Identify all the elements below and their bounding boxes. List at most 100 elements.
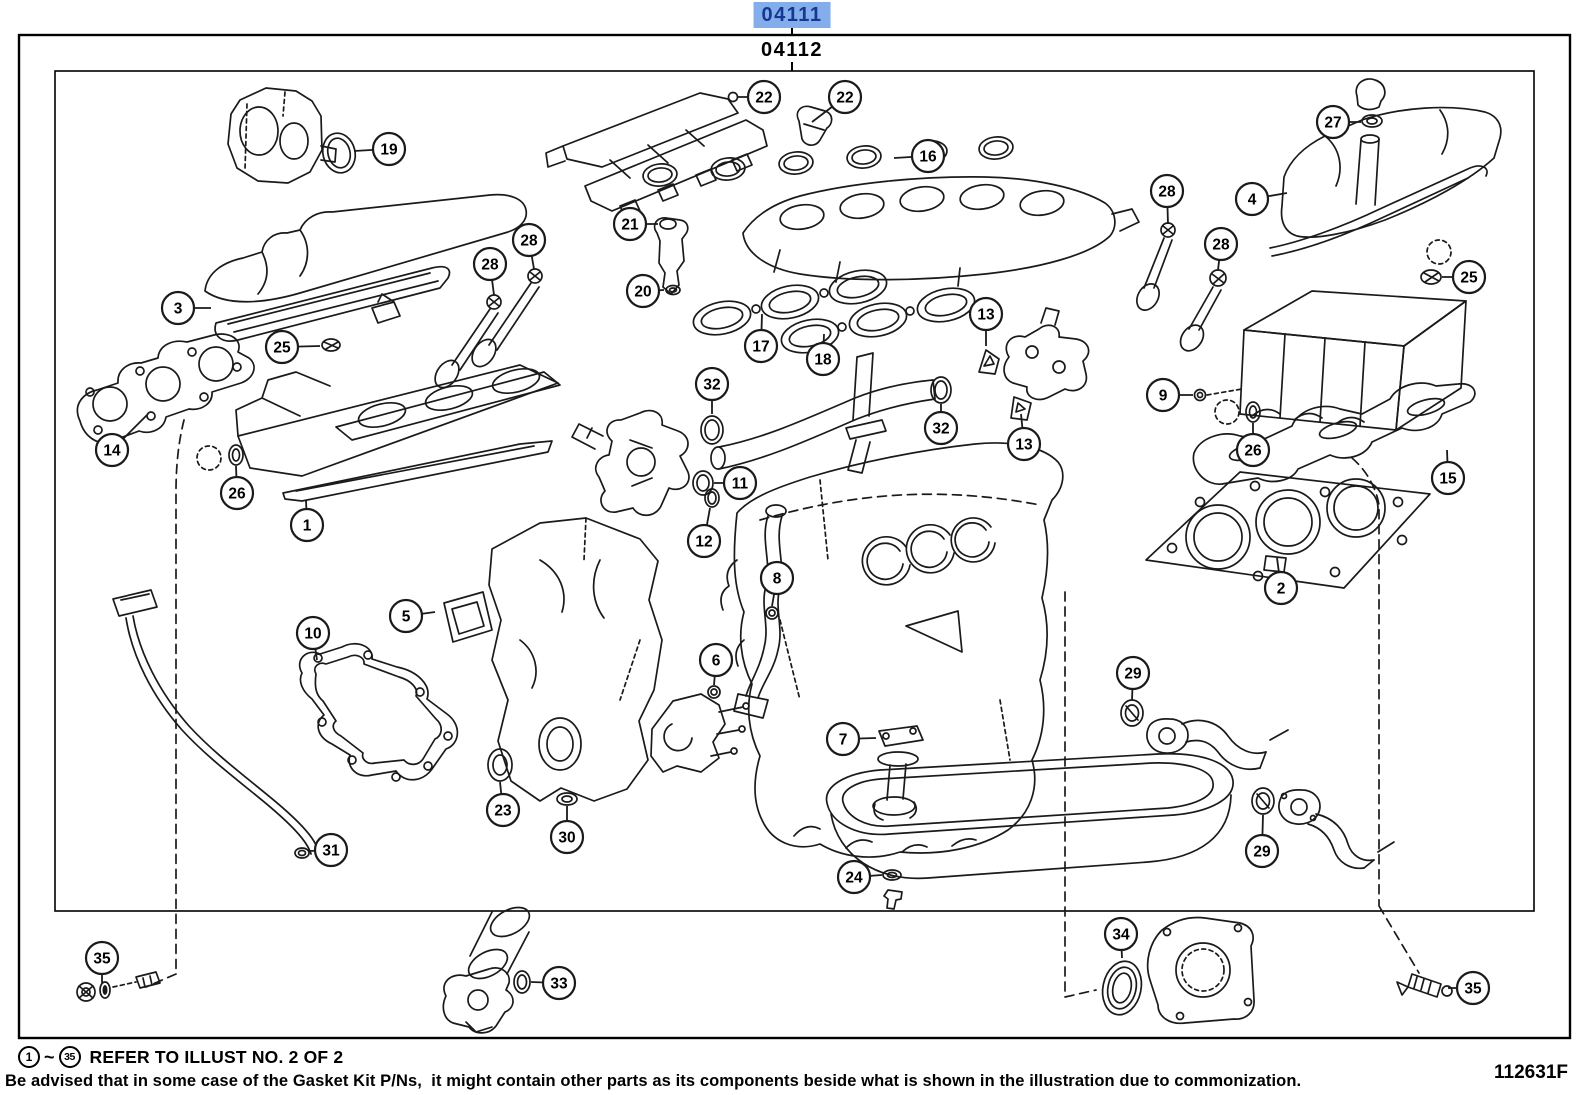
callout-1[interactable]: 1: [289, 499, 325, 543]
svg-text:23: 23: [494, 803, 512, 820]
svg-text:35: 35: [93, 951, 111, 968]
callout-29[interactable]: 29: [1244, 814, 1280, 869]
callout-26[interactable]: 26: [219, 465, 255, 511]
svg-text:35: 35: [1464, 981, 1482, 998]
svg-text:28: 28: [1158, 184, 1176, 201]
svg-text:4: 4: [1248, 192, 1257, 209]
svg-text:22: 22: [755, 90, 772, 107]
svg-text:28: 28: [520, 233, 538, 250]
svg-text:16: 16: [919, 149, 937, 166]
oil-pipe-and-cover-drawing: [650, 504, 787, 773]
callout-28[interactable]: 28: [511, 222, 547, 270]
intake-manifold-drawing: [642, 136, 1140, 296]
callout-8[interactable]: 8: [759, 560, 795, 607]
callout-33[interactable]: 33: [530, 965, 577, 1001]
dipstick-tube-drawing: [112, 589, 319, 859]
throttle-body-drawing: [227, 87, 357, 184]
callout-13[interactable]: 13: [968, 296, 1004, 346]
footer-reference-line: 1 ~ 35 REFER TO ILLUST NO. 2 OF 2: [18, 1046, 343, 1068]
svg-text:9: 9: [1159, 388, 1168, 405]
svg-text:7: 7: [839, 732, 848, 749]
callout-29[interactable]: 29: [1115, 655, 1151, 701]
callout-32[interactable]: 32: [694, 366, 730, 414]
water-parts-drawing: [571, 307, 1090, 517]
callout-9[interactable]: 9: [1145, 377, 1193, 413]
callout-32[interactable]: 32: [923, 404, 959, 446]
water-pump-gasket-drawing: [298, 591, 493, 782]
callout-28[interactable]: 28: [1203, 226, 1239, 271]
svg-text:20: 20: [634, 284, 651, 301]
callout-35[interactable]: 35: [84, 940, 120, 983]
dashed-reference-lines: [145, 419, 1420, 998]
callout-18[interactable]: 18: [805, 333, 841, 377]
callout-20[interactable]: 20: [625, 273, 665, 309]
callout-28[interactable]: 28: [1149, 173, 1185, 225]
callout-30[interactable]: 30: [549, 806, 585, 855]
circled-number-35: 35: [58, 1046, 81, 1068]
water-inlet-pipes-drawing: [1120, 699, 1395, 870]
timing-cover-drawing: [487, 517, 663, 806]
callout-21[interactable]: 21: [612, 206, 658, 242]
callout-35[interactable]: 35: [1448, 970, 1491, 1006]
callout-31[interactable]: 31: [309, 832, 349, 868]
svg-text:25: 25: [273, 340, 291, 357]
svg-text:29: 29: [1124, 666, 1142, 683]
svg-text:33: 33: [550, 976, 568, 993]
callout-16[interactable]: 16: [893, 138, 946, 174]
callout-22[interactable]: 22: [737, 79, 782, 115]
svg-text:12: 12: [695, 534, 712, 551]
circled-number-1: 1: [18, 1046, 40, 1068]
svg-text:28: 28: [1212, 237, 1230, 254]
footer-note-text: Be advised that in some case of the Gask…: [5, 1072, 1302, 1090]
rear-seal-drawing: [1101, 916, 1255, 1025]
callout-15[interactable]: 15: [1430, 449, 1466, 496]
callout-4[interactable]: 4: [1234, 181, 1288, 217]
svg-text:13: 13: [977, 307, 995, 324]
svg-text:34: 34: [1112, 927, 1130, 944]
callout-10[interactable]: 10: [295, 615, 331, 661]
svg-text:14: 14: [103, 443, 121, 460]
valve-cover-right-drawing: [1269, 78, 1502, 285]
callout-11[interactable]: 11: [714, 465, 758, 501]
callout-24[interactable]: 24: [836, 859, 883, 895]
callout-17[interactable]: 17: [743, 313, 779, 364]
svg-text:17: 17: [752, 339, 769, 356]
part-number-primary-highlighted[interactable]: 04111: [753, 2, 831, 28]
figure-code: 112631F: [1494, 1062, 1568, 1083]
callout-6[interactable]: 6: [698, 642, 734, 686]
callout-28[interactable]: 28: [472, 246, 508, 296]
svg-text:10: 10: [304, 626, 321, 643]
svg-text:11: 11: [732, 476, 749, 493]
svg-text:30: 30: [558, 830, 575, 847]
callout-3[interactable]: 3: [160, 290, 211, 326]
part-number-secondary[interactable]: 04112: [760, 39, 824, 61]
callout-5[interactable]: 5: [388, 598, 436, 634]
svg-text:22: 22: [836, 90, 853, 107]
cylinder-head-right-drawing: [1145, 290, 1476, 589]
callout-34[interactable]: 34: [1103, 916, 1139, 959]
svg-text:1: 1: [303, 518, 312, 535]
callout-27[interactable]: 27: [1315, 104, 1361, 140]
callout-25[interactable]: 25: [264, 329, 321, 365]
callout-23[interactable]: 23: [485, 781, 521, 828]
callout-25[interactable]: 25: [1442, 259, 1487, 295]
callout-12[interactable]: 12: [686, 507, 722, 559]
callout-13[interactable]: 13: [1006, 413, 1042, 462]
svg-text:21: 21: [621, 217, 639, 234]
svg-text:27: 27: [1324, 115, 1341, 132]
bolt-parts-drawing: [76, 971, 1453, 1002]
oil-filter-drawing: [442, 906, 531, 1034]
svg-text:25: 25: [1460, 270, 1478, 287]
callout-14[interactable]: 14: [94, 413, 149, 468]
callout-22[interactable]: 22: [811, 79, 863, 123]
callout-7[interactable]: 7: [825, 721, 877, 757]
callout-2[interactable]: 2: [1263, 557, 1299, 606]
svg-text:28: 28: [481, 257, 499, 274]
svg-text:15: 15: [1439, 471, 1457, 488]
callout-19[interactable]: 19: [353, 131, 407, 167]
callout-26[interactable]: 26: [1235, 423, 1271, 468]
